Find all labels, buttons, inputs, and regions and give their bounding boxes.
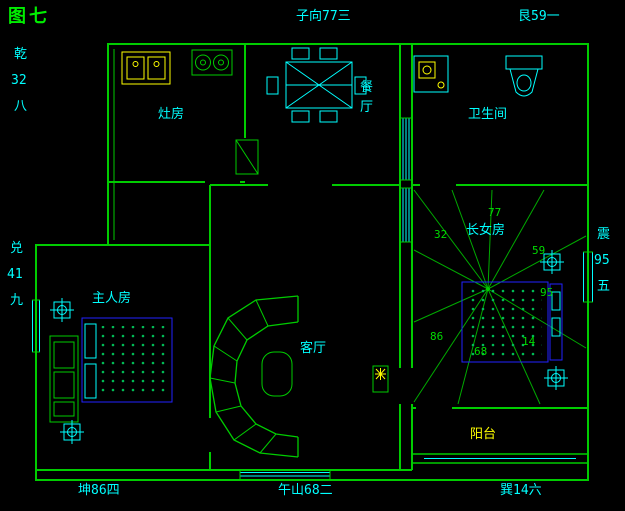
lamp-symbol — [372, 365, 389, 393]
star-number-nw: 32 — [434, 228, 448, 241]
compass-marker-master-top — [49, 297, 75, 323]
compass-label-bottom-right: 巽14六 — [500, 483, 542, 498]
master-bed — [81, 317, 173, 403]
daughter-bed — [461, 281, 563, 363]
compass-label-top-center: 子向77三 — [296, 9, 351, 24]
compass-label-bottom-center: 午山68二 — [278, 483, 333, 498]
compass-marker-master-bottom — [59, 419, 85, 445]
window-dining-right — [400, 117, 412, 181]
star-number-se: 14 — [522, 335, 536, 348]
sofa — [209, 295, 299, 458]
compass-label-top-right: 艮59一 — [518, 9, 560, 24]
toilet — [505, 55, 543, 97]
interior-walls — [36, 44, 588, 471]
room-label-kitchen: 灶房 — [158, 107, 185, 122]
window-living-bottom — [239, 470, 331, 480]
compass-label-right-star: 五 — [597, 279, 611, 294]
room-label-dining: 餐厅 — [360, 80, 374, 115]
room-label-master-room: 主人房 — [92, 291, 132, 306]
dining-chairs — [266, 47, 367, 123]
compass-label-left-lower-trigram: 兑 — [10, 241, 24, 256]
stove — [191, 49, 233, 76]
kitchen-sink — [121, 51, 171, 85]
compass-label-left-lower-star: 九 — [10, 293, 24, 308]
room-label-daughter-room: 长女房 — [466, 223, 506, 238]
room-label-balcony: 阳台 — [470, 427, 497, 442]
compass-label-left-lower-number: 41 — [7, 267, 23, 282]
window-daughter-left — [400, 187, 412, 243]
compass-label-right-number: 95 — [594, 253, 610, 268]
compass-label-left-upper-number: 32 — [11, 73, 27, 88]
coffee-table — [261, 351, 293, 397]
star-number-ne: 59 — [532, 244, 546, 257]
room-label-bathroom: 卫生间 — [468, 107, 508, 122]
window-master-left-wall — [32, 299, 40, 353]
figure-title: 图七 — [8, 6, 50, 27]
kitchen-cabinet — [235, 139, 259, 175]
bathroom-basin — [413, 55, 449, 93]
compass-label-left-upper-star: 八 — [14, 99, 28, 114]
dining-table — [285, 61, 353, 109]
compass-label-right-trigram: 震 — [597, 227, 611, 242]
compass-label-left-upper-trigram: 乾 — [14, 47, 28, 62]
window-right-wall — [583, 251, 593, 303]
compass-marker-daughter-bottom — [543, 365, 569, 391]
star-number-e: 95 — [540, 286, 554, 299]
star-number-sw: 86 — [430, 330, 444, 343]
compass-label-bottom-left: 坤86四 — [78, 483, 120, 498]
wardrobe — [49, 335, 79, 423]
star-number-n: 77 — [488, 206, 502, 219]
room-label-living-room: 客厅 — [300, 341, 327, 356]
star-number-s: 68 — [474, 345, 488, 358]
